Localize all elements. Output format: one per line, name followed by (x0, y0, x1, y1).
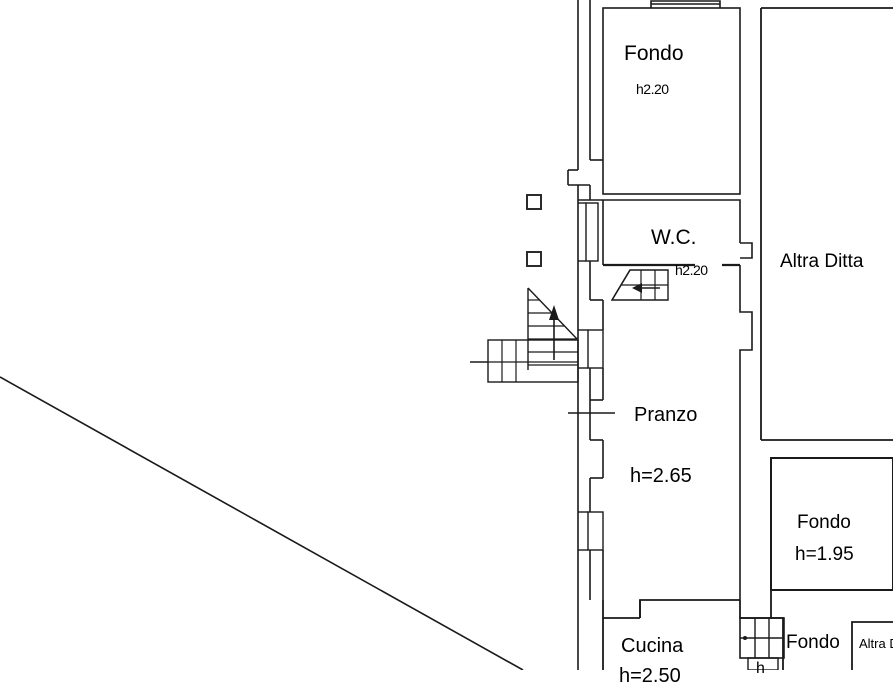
room-height-pranzo: h=2.65 (630, 465, 692, 487)
room-label-cucina: Cucina (621, 635, 684, 657)
main-vertical-wall (567, 0, 603, 345)
room-outline-altra-ditta-bottom (851, 621, 893, 670)
pillar-markers (526, 194, 542, 267)
room-outline-pranzo (568, 265, 753, 670)
staircase-wc (610, 269, 669, 301)
room-outline-wc (602, 199, 753, 267)
floor-plan-drawing (0, 0, 893, 670)
room-label-fondo-right: Fondo (797, 512, 851, 533)
staircase-bottom (739, 617, 785, 670)
room-label-wc: W.C. (651, 226, 697, 249)
room-label-pranzo: Pranzo (634, 404, 698, 426)
room-height-fondo-right: h=1.95 (795, 544, 854, 565)
room-height-fondo-bottom: h (756, 660, 765, 677)
staircase-main (470, 287, 579, 383)
room-label-altra-ditta-bottom: Altra D (859, 636, 893, 651)
room-height-fondo-top: h2.20 (636, 81, 669, 97)
room-label-fondo-top: Fondo (624, 42, 684, 65)
room-height-cucina: h=2.50 (619, 665, 681, 687)
room-height-wc: h2.20 (675, 262, 708, 278)
room-outline-altra-ditta (760, 7, 893, 441)
room-label-fondo-bottom: Fondo (786, 632, 840, 653)
room-outline-fondo-top (602, 0, 741, 195)
room-label-altra-ditta: Altra Ditta (780, 251, 864, 272)
property-boundary-line (0, 376, 524, 670)
